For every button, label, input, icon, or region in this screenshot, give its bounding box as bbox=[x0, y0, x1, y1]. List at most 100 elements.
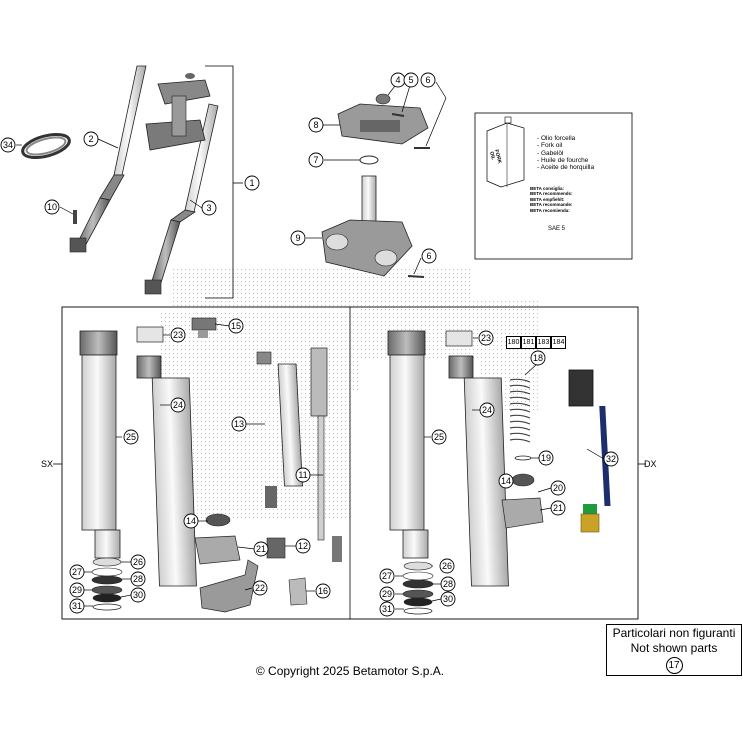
callout-number: 24 bbox=[482, 405, 492, 415]
callout-circle bbox=[315, 583, 331, 599]
callout-marker: 13 bbox=[231, 416, 247, 432]
callout-number: 26 bbox=[442, 561, 452, 571]
oil-name-it: - Olio forcella bbox=[537, 135, 576, 142]
callout-circle bbox=[69, 598, 85, 614]
callout-circle bbox=[44, 199, 60, 215]
callout-circle bbox=[244, 175, 260, 191]
spring-size-box: 184 bbox=[551, 336, 566, 349]
callout-circle bbox=[440, 576, 456, 592]
callout-marker: 34 bbox=[0, 137, 16, 153]
callout-circle bbox=[130, 571, 146, 587]
callout-marker: 9 bbox=[290, 230, 306, 246]
callout-circle bbox=[130, 587, 146, 603]
callout-circle bbox=[83, 131, 99, 147]
callout-number: 34 bbox=[3, 140, 13, 150]
callout-marker: 3 bbox=[201, 200, 217, 216]
callout-circle bbox=[295, 538, 311, 554]
callout-circle bbox=[530, 350, 546, 366]
callout-number: 23 bbox=[481, 333, 491, 343]
callout-circle bbox=[379, 601, 395, 617]
callout-number: 14 bbox=[501, 476, 511, 486]
callout-number: 9 bbox=[295, 233, 300, 243]
callout-circle bbox=[498, 473, 514, 489]
callout-circle bbox=[295, 467, 311, 483]
callout-marker: 5 bbox=[403, 72, 419, 88]
callout-circle bbox=[228, 318, 244, 334]
callout-number: 31 bbox=[72, 601, 82, 611]
callout-marker: 21 bbox=[550, 500, 566, 516]
callout-circle bbox=[0, 137, 16, 153]
side-label-right: DX bbox=[644, 459, 657, 469]
oil-name-fr: - Huile de fourche bbox=[537, 156, 589, 164]
callout-marker: 25 bbox=[431, 429, 447, 445]
callout-circle bbox=[170, 327, 186, 343]
callout-number: 12 bbox=[298, 541, 308, 551]
callout-marker: 19 bbox=[538, 450, 554, 466]
callout-marker: 28 bbox=[130, 571, 146, 587]
callout-number: 28 bbox=[443, 579, 453, 589]
callout-circle bbox=[231, 416, 247, 432]
callout-number: 30 bbox=[443, 594, 453, 604]
spring-size-box: 181 bbox=[521, 336, 536, 349]
svg-text:OIL: OIL bbox=[488, 151, 496, 161]
callout-marker: 20 bbox=[550, 480, 566, 496]
callout-number: 8 bbox=[313, 120, 318, 130]
callout-marker: 27 bbox=[379, 568, 395, 584]
callout-number: 15 bbox=[231, 321, 241, 331]
callout-circle bbox=[538, 450, 554, 466]
oil-name-de: - Gabelöl bbox=[537, 149, 564, 157]
copyright-notice: © Copyright 2025 Betamotor S.p.A. bbox=[255, 664, 445, 678]
callout-number: 25 bbox=[126, 432, 136, 442]
callout-number: 11 bbox=[298, 470, 307, 480]
callout-circle bbox=[123, 429, 139, 445]
callout-circle bbox=[290, 230, 306, 246]
callout-circle bbox=[603, 451, 619, 467]
spring-size-box: 183 bbox=[536, 336, 551, 349]
callout-circle bbox=[253, 541, 269, 557]
callout-number: 6 bbox=[426, 251, 431, 261]
callout-marker: 6 bbox=[420, 72, 436, 88]
callout-circle bbox=[550, 500, 566, 516]
callout-number: 6 bbox=[425, 75, 430, 85]
callout-marker: 11 bbox=[295, 467, 311, 483]
callout-marker: 26 bbox=[439, 558, 455, 574]
callout-marker: 2 bbox=[83, 131, 99, 147]
callout-number: 27 bbox=[72, 567, 82, 577]
oil-can-icon: FORK OIL bbox=[486, 116, 525, 188]
callout-marker: 6 bbox=[421, 248, 437, 264]
spring-size-box: 180 bbox=[506, 336, 521, 349]
oil-recommend-fr: BETA recommande: bbox=[530, 202, 573, 208]
callout-circle bbox=[440, 591, 456, 607]
callout-marker: 28 bbox=[440, 576, 456, 592]
callout-number: 27 bbox=[382, 571, 392, 581]
svg-text:FORK: FORK bbox=[493, 149, 503, 165]
callout-number: 26 bbox=[133, 557, 143, 567]
callout-circle bbox=[252, 580, 268, 596]
callout-marker: 23 bbox=[170, 327, 186, 343]
not-shown-ref-marker: 17 bbox=[665, 657, 683, 674]
callout-number: 23 bbox=[173, 330, 183, 340]
callout-circle bbox=[550, 480, 566, 496]
callout-number: 14 bbox=[186, 516, 196, 526]
callout-marker: 22 bbox=[252, 580, 268, 596]
fork-assembly bbox=[21, 65, 243, 299]
oil-name-list: - Olio forcella - Fork oil - Gabelöl - H… bbox=[537, 135, 594, 171]
dx-fork-parts bbox=[387, 330, 611, 615]
callout-number: 29 bbox=[72, 585, 82, 595]
callout-circle bbox=[308, 117, 324, 133]
callout-number: 25 bbox=[434, 432, 444, 442]
callout-circle bbox=[379, 586, 395, 602]
callout-circle bbox=[478, 330, 494, 346]
callout-marker: 26 bbox=[130, 554, 146, 570]
callout-circle bbox=[420, 72, 436, 88]
callout-marker: 14 bbox=[183, 513, 199, 529]
sx-fork-parts bbox=[79, 317, 342, 613]
oil-name-en: - Fork oil bbox=[537, 142, 563, 150]
callout-circle bbox=[403, 72, 419, 88]
callout-number: 18 bbox=[533, 353, 543, 363]
callout-number: 30 bbox=[133, 590, 143, 600]
oil-recommend-de: BETA empfiehlt: bbox=[530, 196, 565, 202]
callout-number: 21 bbox=[256, 544, 266, 554]
callout-number: 29 bbox=[382, 589, 392, 599]
